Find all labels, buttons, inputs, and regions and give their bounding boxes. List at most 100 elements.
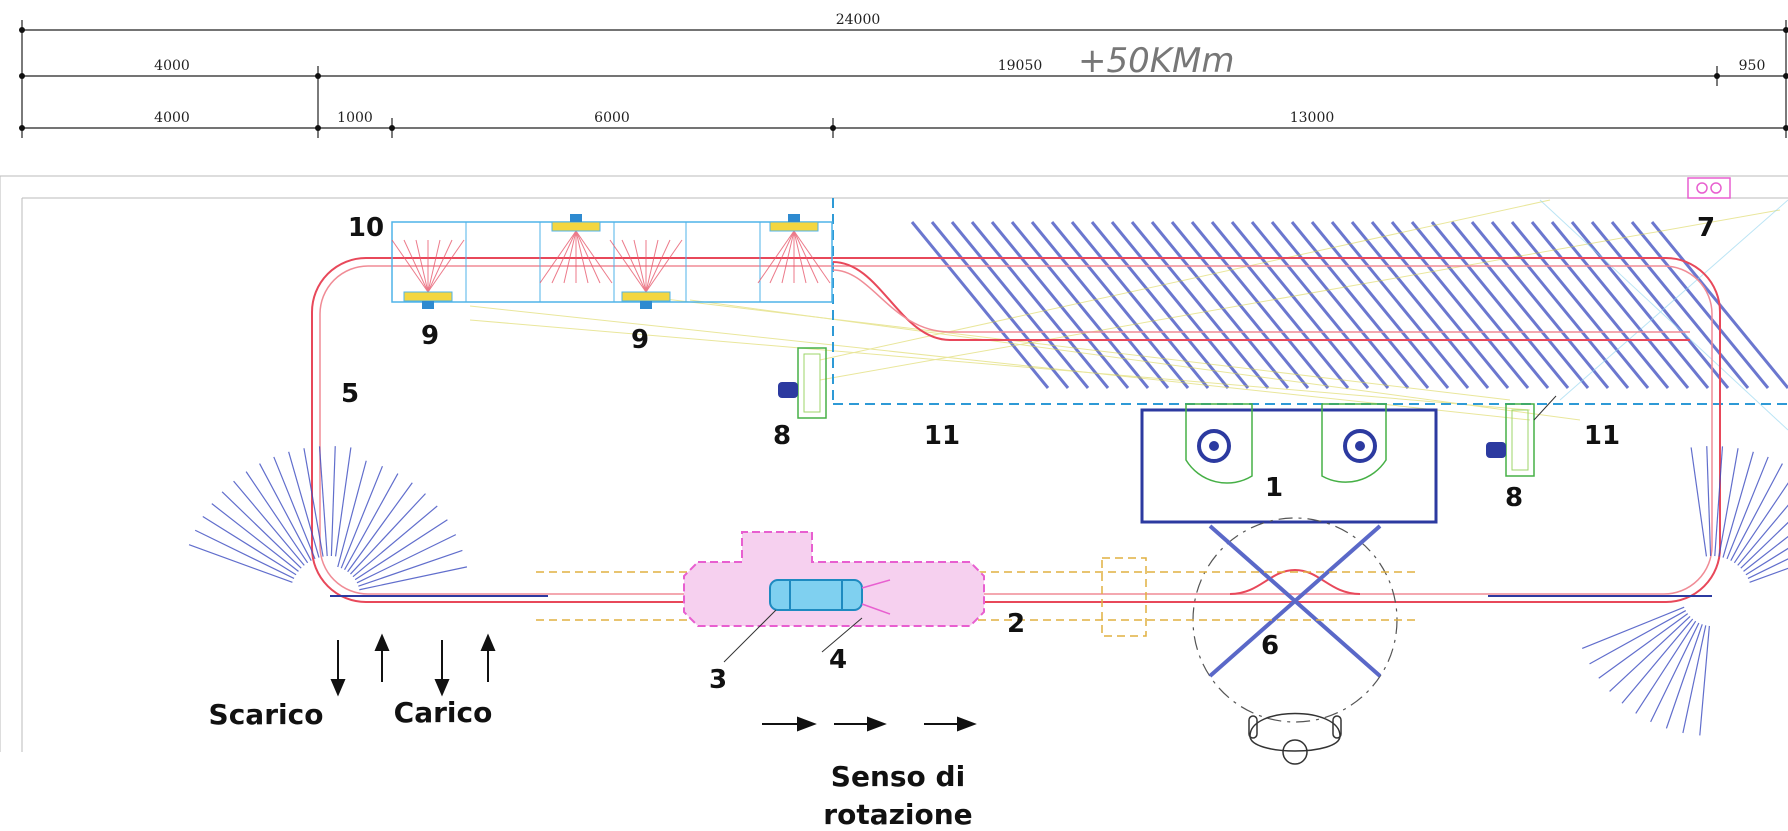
rack-slat [1590,221,1730,389]
rack-slat [1570,221,1710,389]
fan-line [359,566,468,591]
rack-slat [1410,221,1550,389]
rack-slat [1310,221,1450,389]
load-arrow-1 [374,633,390,651]
spray-guns [403,214,819,309]
fan-line [221,491,302,569]
fan-line [1598,613,1689,679]
rack-slat [1470,221,1610,389]
rack-slat [1050,221,1190,389]
fan-line [1733,482,1788,564]
spray-ray [415,239,429,293]
rack-slat [1150,221,1290,389]
rack-slat [1090,221,1230,389]
spray-ray [633,239,647,293]
fan-line [358,549,463,587]
fan-line [1589,610,1687,665]
spray-ray [645,239,671,293]
spray-ray [539,230,577,284]
spray-ray [621,239,647,293]
rotation-arrow-3 [957,716,977,732]
fan-line [1749,567,1788,583]
rack-slat [910,221,1050,389]
rotation-label-line2: rotazione [823,798,972,831]
rack-slat [1170,221,1310,389]
spray-ray [551,230,577,284]
rack-slat [1010,221,1150,389]
callout-8b: 8 [1505,483,1523,513]
fan-line [340,465,384,569]
callout-7: 7 [1697,213,1715,243]
rack-slat [1070,221,1210,389]
machine-block [1140,403,1438,524]
spray-ray [427,239,441,293]
rack-slat [1450,221,1590,389]
zone-boundary [832,198,1788,405]
spray-ray [645,239,659,293]
rack-slat [1550,221,1690,389]
unload-label: Scarico [209,698,324,731]
spray-ray [575,230,601,284]
construction-lines-cyan [1539,199,1788,431]
dim-row3-b: 1000 [337,110,373,126]
fan-line [350,493,426,575]
conveyor-track [311,257,1721,603]
fan-line [347,482,413,573]
rotation-arrow-1 [797,716,817,732]
fan-line [356,534,457,584]
fan-line [1726,456,1769,560]
callout-9a: 9 [421,321,439,351]
fan-line [1737,504,1788,566]
dim-total: 24000 [836,12,881,28]
spray-ray [645,239,683,293]
fan-line [288,451,320,558]
spray-ray [793,230,819,284]
item7-marker [1687,177,1731,199]
fan-line [1745,547,1788,576]
spray-booth [391,214,833,309]
fan-line [344,473,399,571]
rack-slat [1490,221,1630,389]
spray-ray [427,239,465,293]
callout-1: 1 [1265,473,1283,503]
callout-6: 6 [1261,631,1279,661]
spray-ray [427,239,453,293]
callout-8a: 8 [773,421,791,451]
fan-line [1740,521,1788,569]
dim-row2-a: 4000 [154,58,190,74]
fan-line [1581,606,1685,650]
fan-line [211,503,299,572]
rack-slat [1230,221,1370,389]
left-corner-rack-fan [188,446,468,591]
unload-arrow-1 [330,679,346,697]
fan-line [1682,625,1707,734]
spray-ray [781,230,795,284]
callout-5: 5 [341,379,359,409]
fan-unit-right [1486,403,1535,477]
flow-arrows [330,633,977,732]
spray-ray [793,230,831,284]
fan-line [1699,625,1710,736]
rack-slat [1530,221,1670,389]
spray-ray [575,230,589,284]
unload-arrow-2 [434,679,450,697]
fan-line [1730,463,1783,561]
dim-row3-a: 4000 [154,110,190,126]
rack-slat [990,221,1130,389]
rack-slat [1630,221,1770,389]
right-corner-rack-fan [1581,446,1788,736]
dim-row3-d: 13000 [1290,110,1335,126]
rotation-label-line1: Senso di [831,760,965,793]
fan-line [1635,620,1697,714]
dim-row2-b: 19050 [998,58,1043,74]
spray-ray [403,239,429,293]
fan-line [1747,558,1788,580]
dimension-ticks [19,27,1788,131]
fan-line [303,448,324,557]
spray-ray [391,239,429,293]
dimension-lines [21,20,1787,138]
callout-11a: 11 [924,421,960,451]
fan-line [1722,451,1754,558]
fan-line [1609,616,1691,692]
callout-9b: 9 [631,325,649,355]
